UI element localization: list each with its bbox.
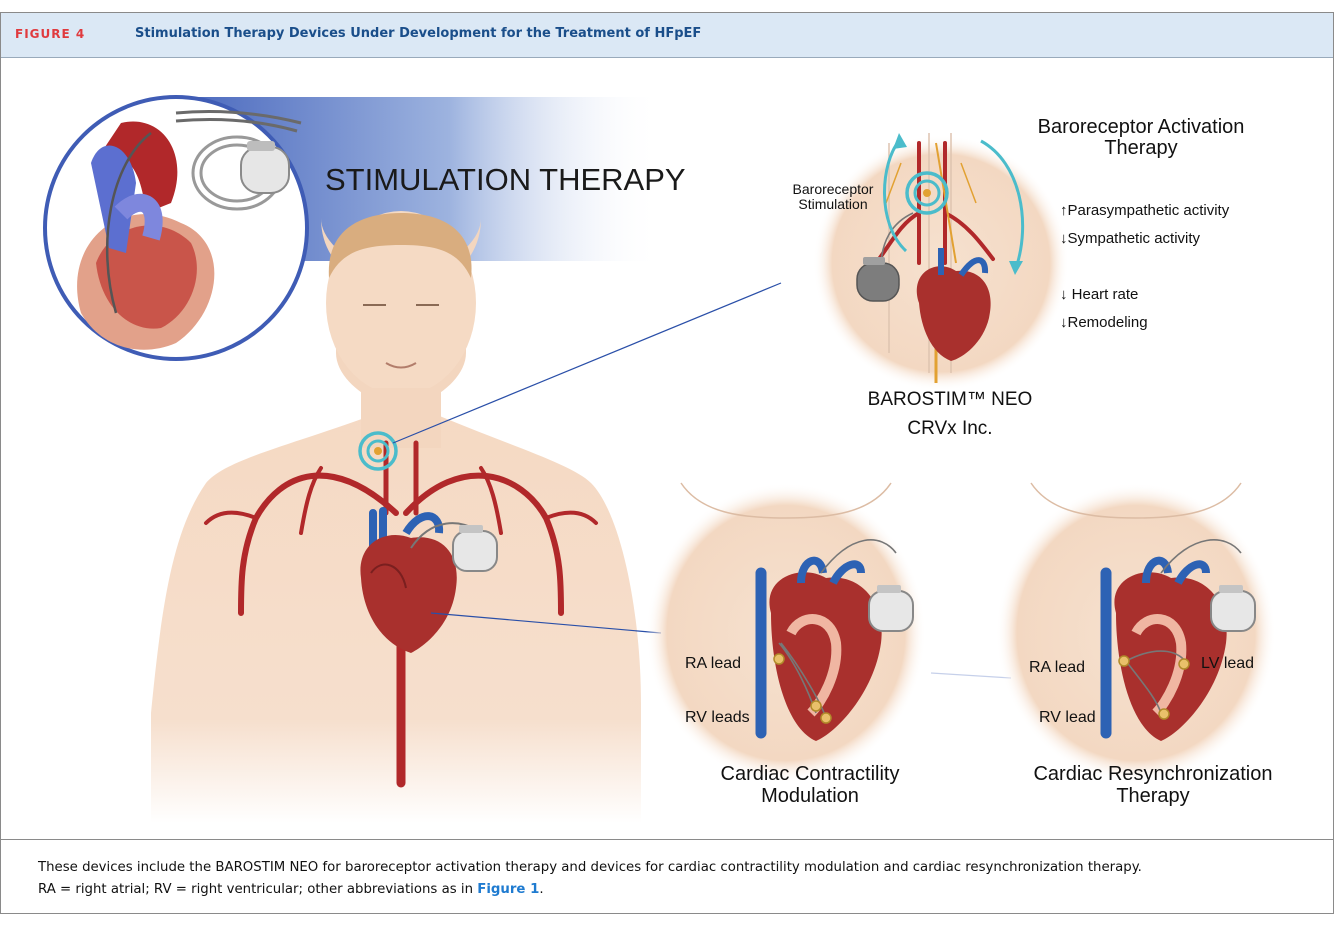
crt-lv-label: LV lead — [1201, 655, 1254, 672]
effect-heart-rate: ↓ Heart rate — [1060, 286, 1138, 303]
effect-sympathetic: ↓Sympathetic activity — [1060, 230, 1201, 247]
stimulation-therapy-illustration: STIMULATION THERAPY — [1, 57, 1335, 839]
crt-panel — [996, 483, 1276, 783]
stimulation-label-line2: Stimulation — [798, 196, 867, 212]
crt-rv-electrode — [1159, 709, 1169, 719]
effect-parasympathetic: ↑Parasympathetic activity — [1060, 202, 1230, 219]
caption-line2: RA = right atrial; RV = right ventricula… — [38, 879, 1308, 901]
barostim-maker: CRVx Inc. — [907, 418, 992, 439]
caption-line1: These devices include the BAROSTIM NEO f… — [38, 857, 1308, 879]
barostim-title-line2: Therapy — [1104, 137, 1177, 159]
crt-ra-electrode — [1119, 656, 1129, 666]
ccm-title-line1: Cardiac Contractility — [721, 763, 900, 785]
stimulation-label-line1: Baroreceptor — [793, 181, 874, 197]
effect-remodeling: ↓Remodeling — [1060, 314, 1148, 331]
crt-rv-label: RV lead — [1039, 709, 1096, 726]
ccm-ra-label: RA lead — [685, 655, 741, 672]
figure-label: FIGURE 4 — [15, 27, 85, 41]
figure-frame: FIGURE 4 Stimulation Therapy Devices Und… — [0, 12, 1334, 914]
barostim-device-name: BAROSTIM™ NEO — [868, 389, 1033, 410]
banner-title: STIMULATION THERAPY — [325, 162, 686, 197]
figure-caption: These devices include the BAROSTIM NEO f… — [38, 857, 1308, 901]
ccm-title-line2: Modulation — [761, 785, 859, 807]
ccm-rv-electrode-1 — [811, 701, 821, 711]
figure-header: FIGURE 4 Stimulation Therapy Devices Und… — [1, 13, 1333, 58]
caption-divider — [1, 839, 1333, 840]
crt-lv-electrode — [1179, 659, 1189, 669]
crt-ra-label: RA lead — [1029, 659, 1085, 676]
ccm-rv-electrode-2 — [821, 713, 831, 723]
caption-line2-suffix: . — [539, 882, 543, 897]
figure-1-link[interactable]: Figure 1 — [477, 882, 539, 897]
ccm-ra-electrode — [774, 654, 784, 664]
pacemaker-heart-inset — [45, 97, 307, 359]
barostim-title-line1: Baroreceptor Activation — [1038, 116, 1245, 138]
crt-title-line1: Cardiac Resynchronization — [1033, 763, 1272, 785]
figure-title: Stimulation Therapy Devices Under Develo… — [135, 26, 701, 41]
barostim-panel — [813, 133, 1069, 391]
crt-title-line2: Therapy — [1116, 785, 1189, 807]
caption-line2-prefix: RA = right atrial; RV = right ventricula… — [38, 882, 477, 897]
ccm-panel — [646, 483, 926, 783]
ccm-rv-label: RV leads — [685, 709, 750, 726]
